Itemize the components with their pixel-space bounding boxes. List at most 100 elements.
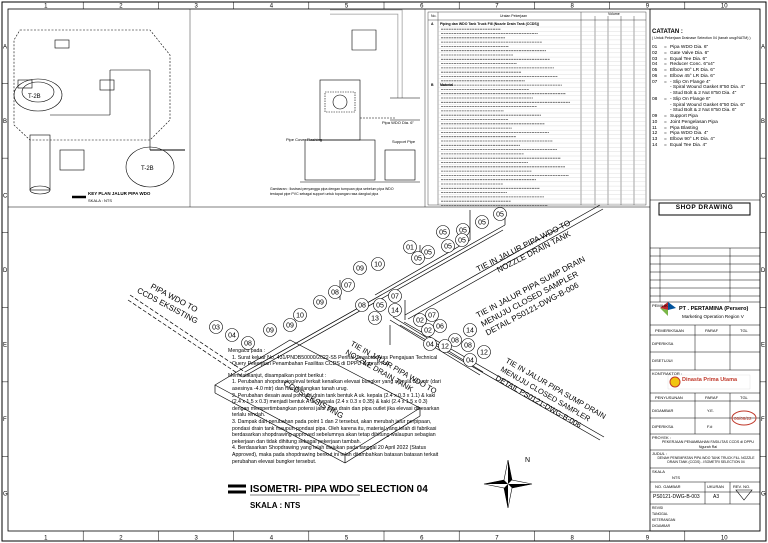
callout-circle	[371, 257, 385, 271]
legend-item-no: 08	[652, 96, 658, 102]
legend-item: 07=- Slip On Flange 4"	[652, 80, 760, 86]
legend-item-text: Pipa WDO Dia. 6"	[670, 45, 709, 50]
grid-col-label: 4	[270, 536, 274, 542]
legend-item: 03=Equal Tee Dia. 6"	[652, 57, 760, 63]
callout-circle	[403, 240, 417, 254]
legend-item: 08=- Slip On Flange 6"	[652, 97, 760, 103]
rev-row-1: TANGGAL	[652, 512, 668, 516]
legend-item-no: 14	[652, 142, 658, 148]
grid-col-label: 5	[345, 536, 349, 542]
callout-number: 02	[424, 327, 432, 334]
detail-caption-2: terdapat pipe PVC sebagai support untuk …	[270, 192, 378, 196]
ukuran-val: A3	[713, 494, 720, 500]
grid-row-label: E	[761, 343, 765, 349]
north-label: N	[525, 457, 530, 464]
callout-circle	[368, 311, 382, 325]
callout-number: 05	[496, 211, 504, 218]
grid-col-label: 7	[495, 4, 499, 10]
col-tgl-2: TGL	[740, 395, 748, 400]
proyek-name: PEKERJAAN PENAMBAHAN FASILITAS CCDS di D…	[662, 440, 754, 449]
legend-item-no: 06	[652, 73, 658, 79]
callout-number: 10	[296, 312, 304, 319]
legend-item-eq: =	[664, 79, 667, 85]
legend-item-text: - Stud Bolt & 2 Nut 8"50 Dia. 6"	[670, 108, 737, 114]
legend-item-text: Elbow 90° LR Dia. 4"	[670, 137, 715, 142]
legend-item: 10=Joint Pengelasan Pipa	[652, 120, 760, 126]
legend-heading: CATATAN :	[652, 29, 683, 35]
legend-item: 14=Equal Tee Dia. 4"	[652, 143, 760, 149]
callout-number: 02	[416, 317, 424, 324]
grid-col-label: 6	[420, 4, 424, 10]
bom-section-a-title: Piping dan WDO Tank Truck Fill (Nozzle D…	[440, 22, 539, 26]
grid-row-label: F	[761, 417, 765, 423]
legend-item-text: Equal Tee Dia. 4"	[670, 142, 707, 148]
bom-section-b: B	[431, 83, 434, 87]
grid-col-label: 1	[44, 536, 48, 542]
skala-val: NTS	[672, 475, 680, 480]
callout-number: 04	[426, 341, 434, 348]
key-plan-title: KEY PLAN JALUR PIPA WDO	[88, 191, 151, 196]
rev-row-2: KETERANGAN	[652, 518, 676, 522]
row-disetujui: DISETUJUI	[652, 358, 673, 363]
notes-item-4: 3. Dampak dari perubahan pada point 1 da…	[232, 418, 437, 445]
grid-col-label: 9	[646, 4, 650, 10]
legend-item-text: Equal Tee Dia. 6"	[670, 56, 707, 62]
owner-label: PEMILIK :	[652, 303, 671, 308]
pipe-support-detail	[300, 9, 420, 183]
revision-col: REVISI	[652, 506, 664, 510]
legend-item-no: 01	[652, 45, 658, 50]
bom-rows	[438, 26, 646, 206]
legend-item: - Stud Bolt & 2 Nut 8"50 Dia. 6"	[652, 108, 760, 114]
callout-circle	[293, 308, 307, 322]
callout-number: 07	[391, 293, 399, 300]
key-plan	[13, 29, 185, 195]
callout-number: 05	[458, 237, 466, 244]
callout-circle	[209, 320, 223, 334]
legend-item-no: 05	[652, 68, 658, 73]
callout-circle	[283, 318, 297, 332]
legend-item-text: Support Pipa	[670, 114, 698, 119]
notes-item-2: 1. Perubahan shopdrawing/eval terkait ke…	[232, 379, 441, 392]
callout-number: 05	[414, 255, 422, 262]
callout-number: 05	[444, 243, 452, 250]
legend-item-no: 04	[652, 62, 658, 68]
callout-circle	[438, 339, 452, 353]
legend-item-no: 07	[652, 79, 658, 85]
date-stamp: 06/06/22	[734, 416, 752, 421]
judul-name: DENAH PENEMPATAN PIPA WDO TANK TRUCK FIL…	[657, 456, 755, 465]
legend-item-eq: =	[664, 62, 667, 68]
rev-label: REV. NO.	[733, 484, 751, 489]
callout-number: 12	[441, 343, 449, 350]
grid-col-label: 7	[495, 536, 499, 542]
contractor-logo	[667, 374, 751, 390]
callout-number: 01	[406, 244, 414, 251]
detail-label-wdo: Pipa WDO Dia. 6"	[382, 120, 414, 125]
key-plan-scale: SKALA : NTS	[88, 198, 112, 203]
callout-circle	[463, 323, 477, 337]
legend-item-eq: =	[664, 50, 667, 56]
detail-label-flashing: Pipe Cover Flashing	[286, 137, 322, 142]
detail-label-support: Support Pipe	[392, 139, 416, 144]
callout-circle	[421, 245, 435, 259]
notes-heading-2: Memdatikanjut, disampaikan point berikut…	[228, 372, 327, 379]
row-digambar: DIGAMBAR	[652, 408, 674, 413]
legend-item: - Spiral Wound Gasket 6"50 Dia. 6"	[652, 103, 760, 109]
callout-circle	[475, 215, 489, 229]
bom-header-no: No.	[431, 14, 436, 18]
callout-number: 09	[266, 327, 274, 334]
legend-item: 11=Pipa Blasting	[652, 126, 760, 132]
legend-item-text: Pipa Blasting	[670, 125, 698, 131]
grid-col-label: 6	[420, 536, 424, 542]
notes-item-1: 1. Surat keluar No. 431/PNDB50000/2022-S…	[232, 354, 438, 368]
owner-unit: Marketing Operation Region V	[682, 314, 744, 319]
callout-circle	[225, 328, 239, 342]
callout-number: 08	[464, 342, 472, 349]
legend-item-eq: =	[664, 96, 667, 102]
row-digambar-val: Y.E.	[707, 408, 715, 413]
shop-drawing-title: SHOP DRAWING	[675, 204, 734, 211]
callout-circle	[425, 308, 439, 322]
callout-circle	[436, 225, 450, 239]
